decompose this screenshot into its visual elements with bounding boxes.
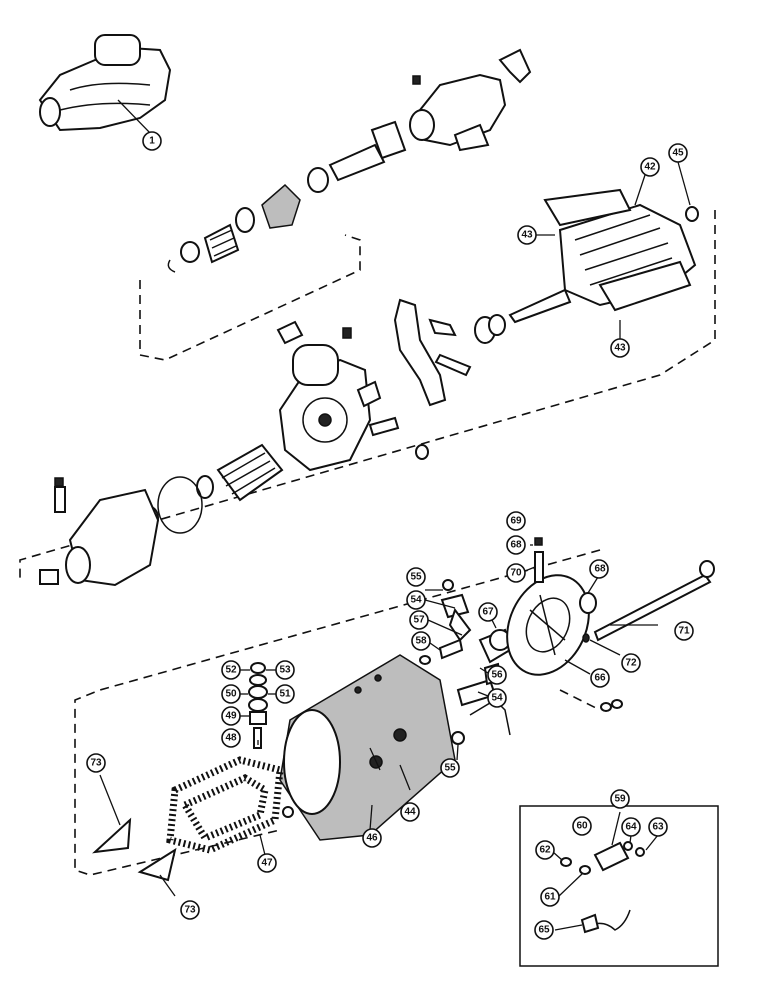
callout-54-lower: 54 (487, 688, 507, 708)
svg-text:55: 55 (444, 763, 456, 774)
callout-43-upper: 43 (517, 225, 537, 245)
callout-51: 51 (275, 684, 295, 704)
svg-text:63: 63 (652, 822, 664, 833)
group-outline-upper (139, 234, 361, 361)
callout-45: 45 (668, 143, 688, 163)
callout-61: 61 (540, 887, 560, 907)
callout-68-lower: 68 (589, 559, 609, 579)
callout-63: 63 (648, 817, 668, 837)
terminal-stack (248, 662, 268, 749)
callout-56: 56 (487, 665, 507, 685)
callout-42: 42 (640, 157, 660, 177)
svg-text:54: 54 (410, 595, 422, 606)
through-bolt (582, 560, 715, 643)
commutator-end-frame (506, 574, 623, 712)
svg-text:55: 55 (410, 572, 422, 583)
svg-text:69: 69 (510, 516, 522, 527)
svg-text:68: 68 (594, 564, 606, 575)
inset-terminal-parts (560, 841, 645, 934)
callout-46: 46 (362, 828, 382, 848)
svg-text:53: 53 (279, 665, 291, 676)
callout-64: 64 (621, 817, 641, 837)
svg-text:59: 59 (614, 794, 626, 805)
svg-text:73: 73 (90, 758, 102, 769)
field-frame (279, 654, 456, 841)
svg-text:42: 42 (644, 162, 656, 173)
svg-text:68: 68 (510, 540, 522, 551)
armature (508, 188, 699, 324)
callout-68-upper: 68 (506, 535, 526, 555)
svg-text:67: 67 (482, 607, 494, 618)
drive-housing (276, 320, 429, 472)
callout-71: 71 (674, 621, 694, 641)
callout-65: 65 (534, 920, 554, 940)
shift-lever (393, 298, 506, 407)
svg-text:72: 72 (625, 658, 637, 669)
svg-text:52: 52 (225, 665, 237, 676)
svg-text:43: 43 (614, 343, 626, 354)
callout-44: 44 (400, 802, 420, 822)
svg-text:73: 73 (184, 905, 196, 916)
svg-text:70: 70 (510, 568, 522, 579)
solenoid (409, 48, 532, 152)
callout-53: 53 (275, 660, 295, 680)
drive-clutch-parts (167, 183, 301, 273)
svg-text:54: 54 (491, 693, 503, 704)
callout-55-upper: 55 (406, 567, 426, 587)
svg-text:1: 1 (149, 136, 155, 147)
callout-57: 57 (409, 610, 429, 630)
callout-58: 58 (411, 631, 431, 651)
field-coils (166, 756, 294, 854)
callout-73-lower: 73 (180, 900, 200, 920)
callout-47: 47 (257, 853, 277, 873)
svg-text:46: 46 (366, 833, 378, 844)
svg-text:56: 56 (491, 670, 503, 681)
plunger (307, 120, 407, 193)
svg-text:48: 48 (225, 733, 237, 744)
svg-text:47: 47 (261, 858, 273, 869)
svg-text:61: 61 (544, 892, 556, 903)
svg-text:45: 45 (672, 148, 684, 159)
insulator-plates (92, 817, 177, 882)
callout-67: 67 (478, 602, 498, 622)
svg-text:57: 57 (413, 615, 425, 626)
callout-52: 52 (221, 660, 241, 680)
svg-text:51: 51 (279, 689, 291, 700)
group-outline-lower (74, 549, 601, 876)
callout-69: 69 (506, 511, 526, 531)
svg-text:60: 60 (576, 821, 588, 832)
svg-text:62: 62 (539, 845, 551, 856)
callout-49: 49 (221, 706, 241, 726)
svg-text:71: 71 (678, 626, 690, 637)
svg-text:44: 44 (404, 807, 416, 818)
inset-frame (519, 805, 719, 967)
svg-text:49: 49 (225, 711, 237, 722)
callout-54-upper: 54 (406, 590, 426, 610)
callout-66: 66 (590, 668, 610, 688)
callout-70: 70 (506, 563, 526, 583)
starter-assembly (38, 34, 172, 132)
callout-43-lower: 43 (610, 338, 630, 358)
callout-73-upper: 73 (86, 753, 106, 773)
svg-text:58: 58 (415, 636, 427, 647)
svg-text:64: 64 (625, 822, 637, 833)
callout-48: 48 (221, 728, 241, 748)
svg-text:66: 66 (594, 673, 606, 684)
svg-text:65: 65 (538, 925, 550, 936)
callout-55-lower: 55 (440, 758, 460, 778)
group-outline-main (19, 210, 716, 580)
callout-72: 72 (621, 653, 641, 673)
pin-parts (534, 537, 544, 583)
svg-text:43: 43 (521, 230, 533, 241)
nose-housing (39, 477, 160, 587)
callout-60: 60 (572, 816, 592, 836)
callout-1: 1 (142, 131, 162, 151)
callout-62: 62 (535, 840, 555, 860)
callout-59: 59 (610, 789, 630, 809)
pinion-gear (141, 443, 284, 534)
svg-text:50: 50 (225, 689, 237, 700)
callout-50: 50 (221, 684, 241, 704)
